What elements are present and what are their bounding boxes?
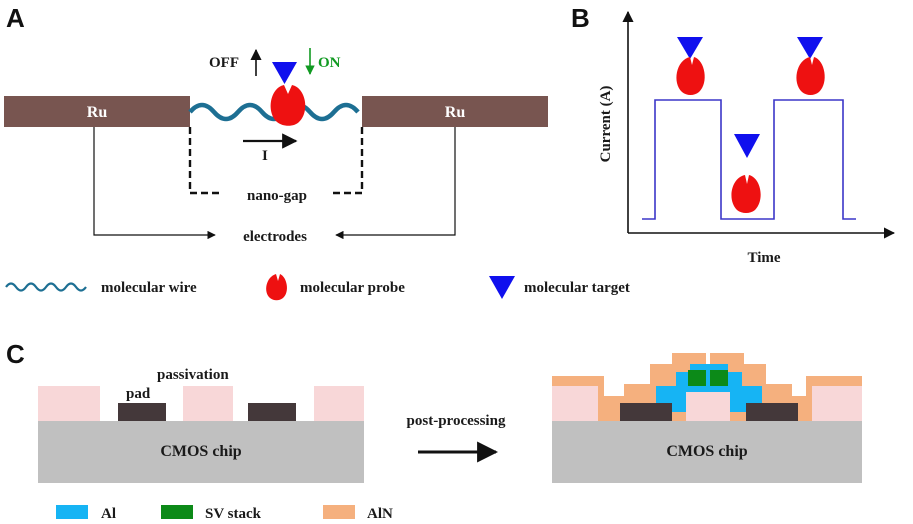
- cmos-chip-right: [552, 421, 862, 483]
- passivation-right-1: [552, 386, 598, 421]
- electrode-right-label: Ru: [445, 104, 466, 121]
- post-processing-label: post-processing: [407, 413, 506, 429]
- off-label: OFF: [209, 55, 239, 71]
- legend-sv-swatch: [161, 505, 193, 519]
- nano-gap-label: nano-gap: [247, 188, 307, 204]
- al-layer: [630, 364, 786, 412]
- pad-right-1: [620, 403, 672, 421]
- cmos-chip-right-label: CMOS chip: [666, 443, 747, 460]
- high-state-2-icon: [796, 37, 825, 95]
- current-trace: [642, 99, 856, 220]
- on-label: ON: [318, 55, 341, 71]
- electrode-left-label: Ru: [87, 104, 108, 121]
- passivation-left-3: [314, 386, 364, 421]
- electrode-right: [362, 96, 548, 127]
- sv-stack-right: [710, 370, 728, 386]
- pad-label: pad: [126, 386, 151, 402]
- passivation-left-1: [38, 386, 100, 421]
- gap-lead-right: [332, 127, 364, 195]
- electrodes-arrow-right: [335, 127, 456, 240]
- passivation-right-2: [686, 392, 730, 421]
- y-axis-label: Current (A): [598, 86, 614, 163]
- pad-left-2: [248, 403, 296, 421]
- sv-stack-left: [688, 370, 706, 386]
- target-on-probe: [272, 62, 297, 84]
- passivation-left-2: [183, 386, 233, 421]
- molecular-wire: [188, 102, 360, 122]
- processed-chip: [552, 353, 862, 421]
- pad-right-2: [746, 403, 798, 421]
- pad-left-1: [118, 403, 166, 421]
- electrodes-label: electrodes: [243, 229, 307, 245]
- low-state-icon: [731, 134, 761, 213]
- cmos-chip-left: [38, 421, 364, 483]
- panel-c-label: C: [6, 339, 25, 369]
- passivation-right-3: [812, 386, 862, 421]
- gap-lead-left: [188, 127, 222, 195]
- legend-sv-label: SV stack: [205, 506, 262, 522]
- legend-aln-swatch: [323, 505, 355, 519]
- cmos-chip-left-label: CMOS chip: [160, 443, 241, 460]
- legend-probe-label: molecular probe: [300, 280, 405, 296]
- legend-target-label: molecular target: [524, 280, 630, 296]
- electrode-left: [4, 96, 190, 127]
- high-state-1-icon: [676, 37, 705, 95]
- legend-al-swatch: [56, 505, 88, 519]
- passivation-label: passivation: [157, 367, 229, 383]
- current-label: I: [262, 148, 268, 164]
- electrodes-arrow-left: [93, 127, 216, 240]
- probe-on-wire: [270, 85, 306, 126]
- legend-probe-swatch: [266, 274, 287, 301]
- legend-aln-label: AlN: [367, 506, 393, 522]
- legend-target-swatch: [489, 276, 515, 299]
- legend-wire-label: molecular wire: [101, 280, 197, 296]
- legend-al-label: Al: [101, 506, 116, 522]
- legend-wire-swatch: [5, 282, 87, 292]
- panel-a-label: A: [6, 3, 25, 33]
- x-axis-label: Time: [747, 250, 780, 266]
- panel-b-label: B: [571, 3, 590, 33]
